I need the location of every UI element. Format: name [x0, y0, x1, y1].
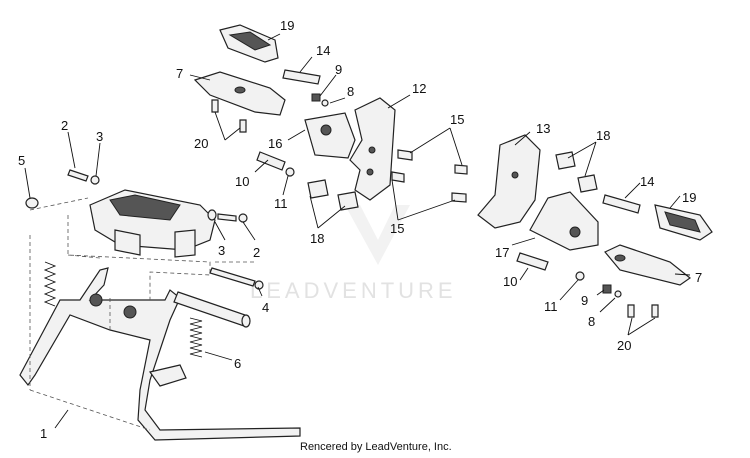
plate-14-right	[602, 194, 641, 214]
ball-8-right	[614, 290, 622, 298]
callout-6: 6	[234, 356, 241, 371]
bracket-17	[529, 191, 599, 251]
spring-9-top	[311, 93, 321, 102]
render-credit: Rencered by LeadVenture, Inc.	[300, 441, 452, 453]
callout-8-top: 8	[347, 84, 354, 99]
plate-13	[477, 134, 541, 229]
footpeg-rubber-19-right	[654, 204, 713, 241]
callout-1: 1	[40, 426, 47, 441]
callout-16: 16	[268, 136, 282, 151]
callout-15-top: 15	[450, 112, 464, 127]
callout-19-top: 19	[280, 18, 294, 33]
callout-19-right: 19	[682, 190, 696, 205]
watermark-logo	[345, 205, 410, 265]
clip-11-right	[575, 271, 585, 281]
callout-8-right: 8	[588, 314, 595, 329]
plate-14-left	[282, 69, 321, 85]
pads-18-left	[307, 179, 359, 211]
callout-2-left: 2	[61, 118, 68, 133]
callout-5: 5	[18, 153, 25, 168]
callout-20-right: 20	[617, 338, 631, 353]
callout-9-top: 9	[335, 62, 342, 77]
callout-20-top: 20	[194, 136, 208, 151]
callout-10-right: 10	[503, 274, 517, 289]
footpeg-7-right	[604, 244, 692, 286]
callout-14-right: 14	[640, 174, 654, 189]
callout-17: 17	[495, 245, 509, 260]
bolts-15	[391, 149, 468, 203]
footpeg-rubber-19-left	[219, 24, 279, 63]
pivot-pin	[173, 291, 251, 328]
ball-8-top	[321, 99, 329, 107]
callout-14-top: 14	[316, 43, 330, 58]
pin-10-top	[256, 151, 286, 171]
bracket-16	[304, 112, 356, 159]
callout-2-right: 2	[253, 245, 260, 260]
callout-labels: 19 14 7 9 8 12 2 3 20 16 15 13 18 5 10 1…	[18, 18, 702, 441]
screws-20-right	[627, 304, 659, 318]
plate-12	[349, 97, 396, 201]
callout-7-right: 7	[695, 270, 702, 285]
leader-lines	[24, 33, 691, 429]
watermark-text: LEADVENTURE	[250, 278, 457, 303]
callout-9-right: 9	[581, 293, 588, 308]
callout-18-left: 18	[310, 231, 324, 246]
spring-left	[43, 261, 57, 307]
stand-bracket	[89, 189, 216, 258]
spring-9-right	[602, 284, 612, 294]
callout-18-right: 18	[596, 128, 610, 143]
callout-4: 4	[262, 300, 269, 315]
callout-11-top: 11	[274, 196, 288, 211]
callout-15-bottom: 15	[390, 221, 404, 236]
washer-5	[25, 197, 39, 209]
callout-11-right: 11	[544, 299, 558, 314]
callout-7-left: 7	[176, 66, 183, 81]
callout-13: 13	[536, 121, 550, 136]
center-stand-part	[19, 267, 301, 441]
callout-3-left: 3	[96, 129, 103, 144]
pin-10-right	[516, 252, 549, 271]
long-bolt	[209, 267, 264, 290]
footpeg-7-left	[193, 71, 286, 116]
spring-6	[189, 317, 203, 358]
bolt-2-left	[67, 169, 100, 185]
callout-3-right: 3	[218, 243, 225, 258]
clip-11-top	[285, 167, 295, 177]
callout-12: 12	[412, 81, 426, 96]
bolt-2-right	[207, 209, 248, 223]
callout-10-top: 10	[235, 174, 249, 189]
